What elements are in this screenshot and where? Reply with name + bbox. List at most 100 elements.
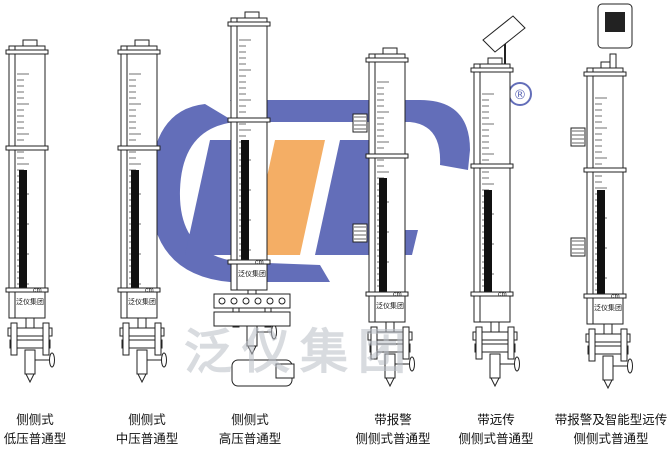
gauge-clamp	[117, 287, 161, 293]
level-indicator-fill	[131, 170, 139, 290]
drain-valve-body	[384, 353, 396, 379]
caption-line: 侧侧式	[231, 412, 269, 427]
caption-line: 侧侧式	[16, 412, 54, 427]
drain-valve-tip	[25, 373, 35, 384]
smart-transmitter-stem	[609, 53, 617, 69]
gauge-clamp	[227, 21, 271, 27]
flange-bolt-head	[278, 297, 286, 305]
level-gauge-6: cm 泛仪集团	[570, 3, 633, 390]
drain-valve-handwheel	[409, 356, 415, 372]
flange-bolt	[122, 322, 130, 356]
gauge-caption-4: 带报警侧侧式普通型	[355, 410, 430, 448]
caption-line: 侧侧式	[128, 412, 166, 427]
high-pressure-flange	[213, 311, 291, 327]
drain-valve-tip	[603, 379, 613, 390]
gauge-caption-3: 侧侧式高压普通型	[219, 410, 282, 448]
gauge-clamp	[583, 71, 627, 77]
gauge-clamp	[227, 117, 271, 123]
lower-pipe	[490, 321, 500, 333]
flange-bolt	[507, 326, 515, 360]
drain-valve-body	[602, 355, 614, 381]
process-flange	[587, 345, 629, 355]
lower-pipe	[137, 317, 147, 329]
drain-valve-tip	[490, 377, 500, 388]
transmitter-head	[482, 15, 526, 53]
alarm-switch	[352, 113, 368, 133]
watermark-text: 泛仪集团	[183, 324, 416, 380]
lower-pipe	[25, 317, 35, 329]
level-gauge-5: cm	[470, 15, 526, 388]
gauge-clamp	[117, 49, 161, 55]
high-pressure-flange	[213, 293, 291, 309]
alarm-switch	[352, 223, 368, 243]
flange-bolt	[154, 322, 162, 356]
gauge-clamp	[365, 291, 409, 297]
caption-line: 侧侧式普通型	[458, 431, 534, 446]
flange-bolt	[475, 326, 483, 360]
flange-bolt-head	[230, 297, 238, 305]
process-flange	[472, 331, 518, 341]
gauge-clamp	[227, 259, 271, 265]
process-flange	[7, 327, 53, 337]
valve-display	[275, 363, 295, 379]
scale-unit: cm	[255, 259, 264, 266]
level-indicator-fill	[19, 170, 27, 290]
drain-valve-body	[24, 349, 36, 375]
flange-bolt	[620, 328, 628, 362]
gauge-clamp	[5, 145, 49, 151]
scale-unit: cm	[145, 287, 154, 294]
scale-unit: cm	[498, 291, 507, 298]
scale-brand: 泛仪集团	[594, 303, 622, 312]
gauge-tube	[473, 63, 481, 323]
scale-unit: cm	[611, 293, 620, 300]
scale-brand: 泛仪集团	[376, 301, 404, 310]
flange-bolt	[42, 322, 50, 356]
caption-line: 高压普通型	[218, 431, 282, 446]
caption-line: 侧侧式普通型	[355, 431, 431, 446]
level-indicator-fill	[597, 190, 605, 296]
caption-line: 带远传	[477, 412, 515, 427]
flange-bolt	[402, 326, 410, 360]
scale-unit: cm	[393, 291, 402, 298]
gauge-clamp	[583, 293, 627, 299]
caption-line: 带报警及智能型远传	[554, 412, 668, 427]
scale-brand: 泛仪集团	[238, 269, 266, 278]
gauge-caption-6: 带报警及智能型远传侧侧式普通型	[555, 410, 668, 448]
gauge-tube	[120, 45, 128, 319]
drain-valve-handwheel	[627, 358, 633, 374]
gauge-clamp	[5, 49, 49, 55]
gauge-tube	[8, 45, 16, 319]
gauge-clamp	[5, 287, 49, 293]
process-flange	[367, 331, 413, 341]
gauge-tube	[230, 17, 238, 291]
gauge-tube	[368, 53, 376, 323]
smart-transmitter-display	[605, 12, 625, 32]
scale-unit: cm	[33, 287, 42, 294]
drain-valve-handwheel	[161, 352, 167, 368]
drain-valve-handwheel	[514, 356, 520, 372]
drain-valve-body	[489, 353, 501, 379]
gauge-clamp	[470, 67, 514, 73]
drain-valve-tip	[385, 377, 395, 388]
scale-brand: 泛仪集团	[16, 297, 44, 306]
drain-valve-tip	[137, 373, 147, 384]
gauge-caption-2: 侧侧式中压普通型	[116, 410, 179, 448]
drain-valve-handwheel	[49, 352, 55, 368]
level-gauge-4: cm 泛仪集团	[352, 47, 415, 388]
level-indicator-fill	[484, 190, 492, 294]
caption-line: 中压普通型	[115, 431, 179, 446]
alarm-switch	[570, 237, 586, 257]
gauge-clamp	[117, 145, 161, 151]
process-flange	[369, 343, 411, 353]
gauge-clamp	[470, 163, 514, 169]
caption-line: 侧侧式普通型	[573, 431, 649, 446]
gauge-clamp	[583, 167, 627, 173]
level-indicator-fill	[241, 140, 249, 262]
flange-bolt	[10, 322, 18, 356]
flange-bolt	[370, 326, 378, 360]
flange-bolt-head	[242, 297, 250, 305]
process-flange	[585, 333, 631, 343]
process-flange	[9, 339, 51, 349]
